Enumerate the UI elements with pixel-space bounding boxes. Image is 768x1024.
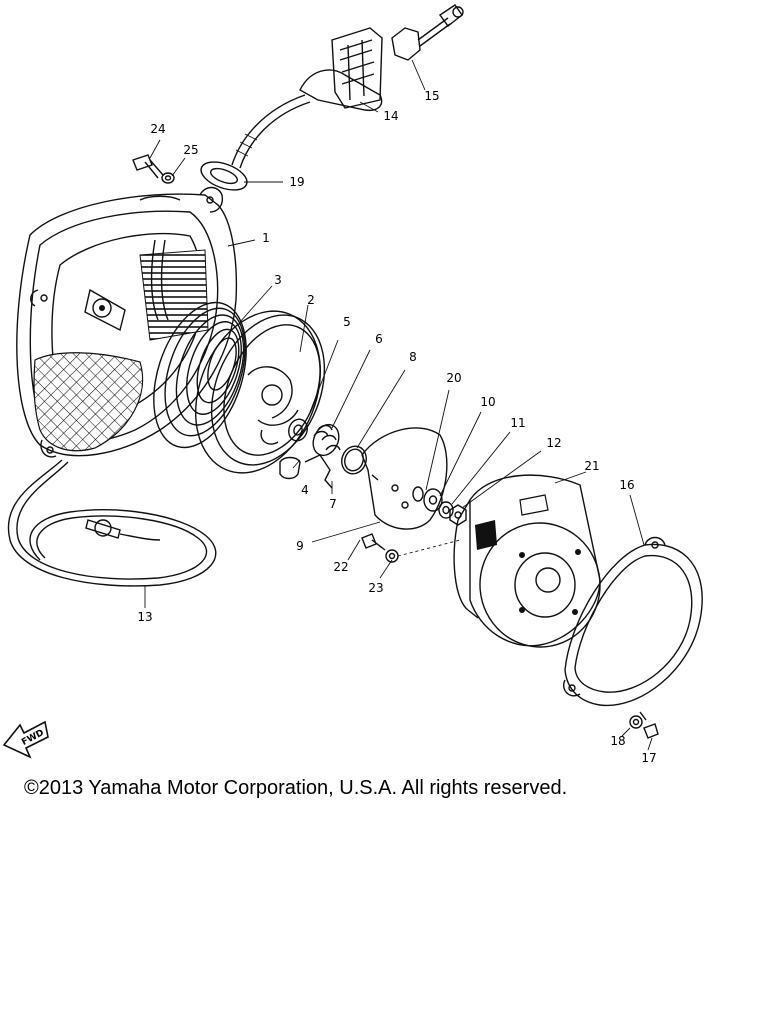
housing-part-1: [16, 186, 238, 458]
part-label-1: 1: [262, 231, 270, 245]
drum-part-21: [453, 474, 601, 648]
cable-assembly: [200, 4, 464, 191]
washer-part-11: [438, 501, 454, 519]
leader-lines: [144, 59, 653, 751]
part-label-4: 4: [301, 483, 309, 497]
part-label-7: 7: [329, 497, 337, 511]
part-label-13: 13: [137, 610, 153, 624]
part-label-22: 22: [333, 560, 349, 574]
copyright-notice: ©2013 Yamaha Motor Corporation, U.S.A. A…: [24, 777, 568, 799]
pulley-part-2: [194, 310, 326, 474]
fwd-arrow-icon: [2, 720, 49, 759]
part-label-8: 8: [409, 350, 417, 364]
part-label-10: 10: [480, 395, 496, 409]
part-label-17: 17: [641, 751, 657, 765]
cable-part-13: [7, 459, 217, 587]
part-label-11: 11: [510, 416, 526, 430]
part-label-3: 3: [274, 273, 282, 287]
part-label-18: 18: [610, 734, 626, 748]
gasket-part-16: [563, 536, 703, 707]
part-label-19: 19: [289, 175, 305, 189]
clip-part-8: [341, 445, 367, 475]
part-label-14: 14: [383, 109, 399, 123]
part-label-5: 5: [343, 315, 351, 329]
part-label-12: 12: [546, 436, 562, 450]
part-label-6: 6: [375, 332, 383, 346]
bolt-part-24: [132, 154, 164, 179]
plate-part-9: [361, 427, 448, 530]
spring-part-3: [153, 301, 247, 449]
part-label-24: 24: [150, 122, 166, 136]
part-label-20: 20: [446, 371, 462, 385]
washer-part-10: [423, 488, 443, 512]
exploded-parts-diagram: [2, 4, 703, 759]
washer-part-20: [412, 486, 424, 502]
part-label-23: 23: [368, 581, 384, 595]
washer-part-5: [288, 418, 308, 442]
part-label-15: 15: [424, 89, 440, 103]
part-label-2: 2: [307, 293, 315, 307]
part-label-16: 16: [619, 478, 635, 492]
washer-part-25: [161, 172, 175, 184]
part-label-9: 9: [296, 539, 304, 553]
spring-part-7: [304, 454, 333, 489]
washer-part-18: [629, 715, 643, 729]
part-label-21: 21: [584, 459, 600, 473]
screw-part-17: [639, 711, 659, 739]
part-label-25: 25: [183, 143, 199, 157]
bolt-part-22: [361, 533, 386, 551]
pawl-part-4: [279, 456, 301, 480]
spring-part-6: [312, 423, 341, 457]
